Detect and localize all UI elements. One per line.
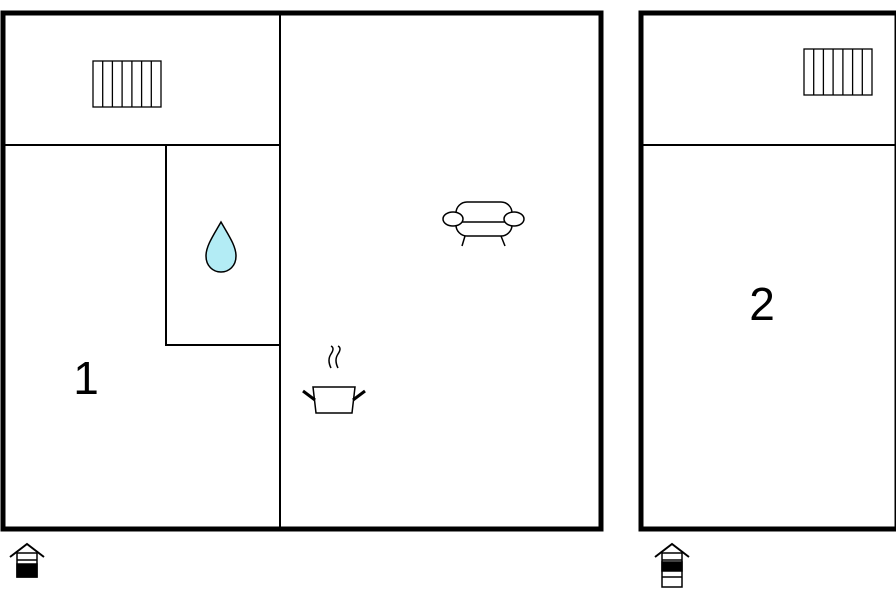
radiator-icon xyxy=(803,48,873,96)
floor-plan-1: 1 xyxy=(0,10,604,578)
floor-plan-2: 2 xyxy=(638,10,896,588)
room-label-2: 2 xyxy=(749,278,775,330)
bathroom-wall xyxy=(165,145,280,346)
radiator-icon xyxy=(92,60,162,108)
cooking-pot-icon xyxy=(302,345,366,414)
water-drop-icon xyxy=(205,220,237,273)
room-label-1: 1 xyxy=(73,352,99,404)
outer-wall-2 xyxy=(638,10,896,532)
house-ground-floor-icon xyxy=(9,542,45,578)
outer-wall-1 xyxy=(0,10,604,532)
house-upper-floor-icon xyxy=(654,542,690,588)
sofa-icon xyxy=(442,201,525,247)
